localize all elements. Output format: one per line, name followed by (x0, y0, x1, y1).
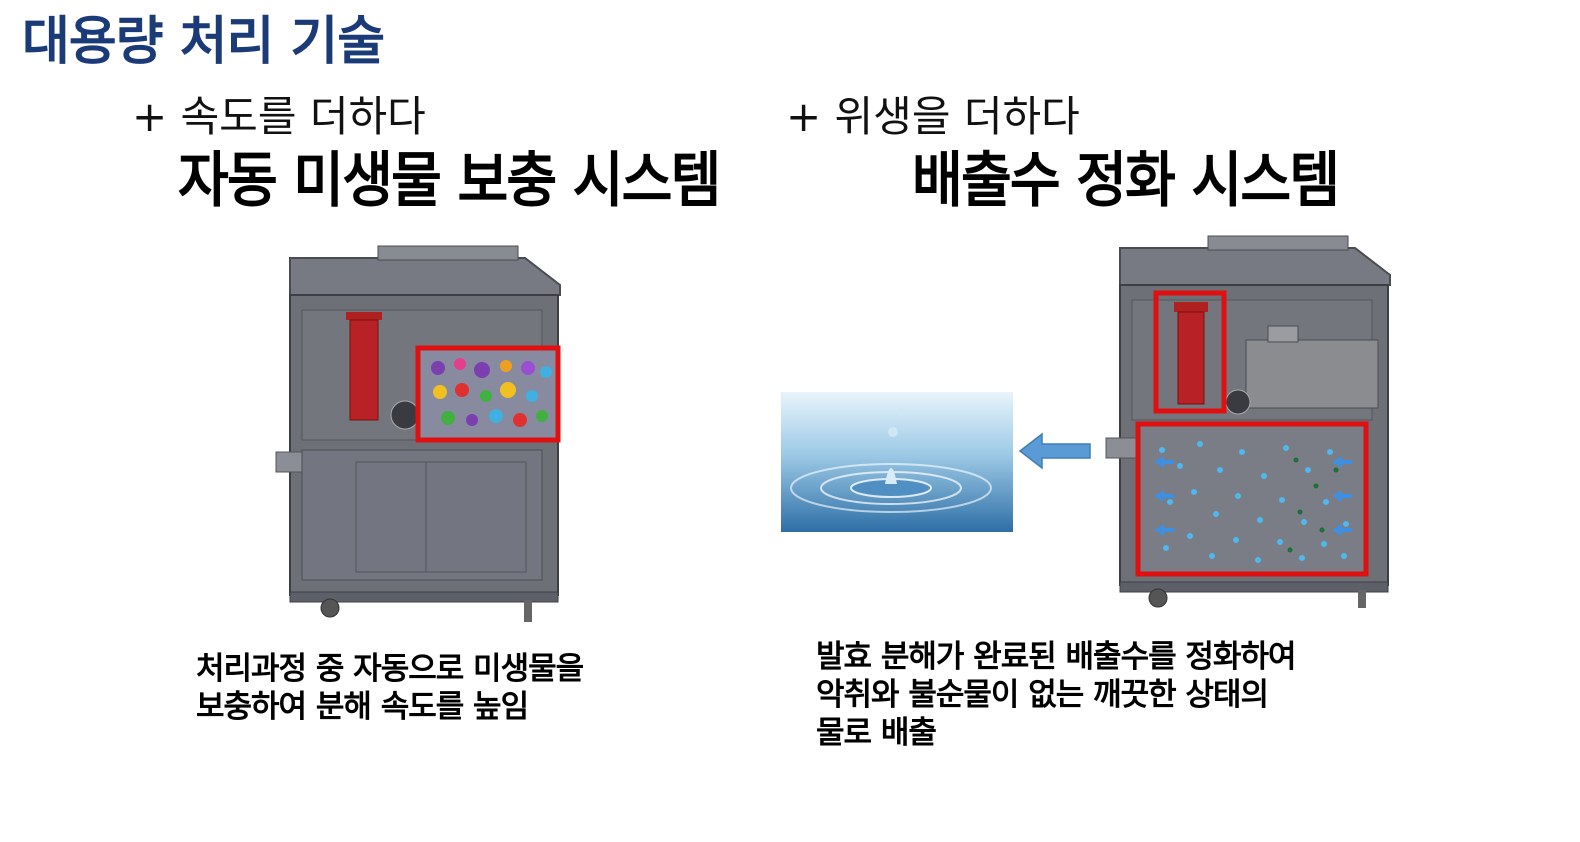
arrow-left-icon (1018, 432, 1092, 470)
right-description-line: 악취와 불순물이 없는 깨끗한 상태의 (816, 677, 1269, 713)
left-description-line: 처리과정 중 자동으로 미생물을 (196, 651, 584, 687)
right-machine-illustration (1100, 230, 1400, 620)
left-description: 처리과정 중 자동으로 미생물을 보충하여 분해 속도를 높임 (196, 650, 584, 726)
left-headline: 자동 미생물 보충 시스템 (178, 146, 721, 216)
right-description: 발효 분해가 완료된 배출수를 정화하여 악취와 불순물이 없는 깨끗한 상태의… (816, 638, 1296, 752)
right-description-line: 물로 배출 (816, 715, 937, 751)
left-description-line: 보충하여 분해 속도를 높임 (196, 689, 529, 725)
right-description-line: 발효 분해가 완료된 배출수를 정화하여 (816, 639, 1296, 675)
right-subtitle: + 위생을 더하다 (786, 92, 1080, 141)
right-headline: 배출수 정화 시스템 (912, 146, 1340, 216)
page-title: 대용량 처리 기술 (22, 12, 385, 72)
left-subtitle: + 속도를 더하다 (132, 92, 426, 141)
water-drop-image (781, 392, 1013, 532)
left-machine-illustration (270, 240, 570, 630)
